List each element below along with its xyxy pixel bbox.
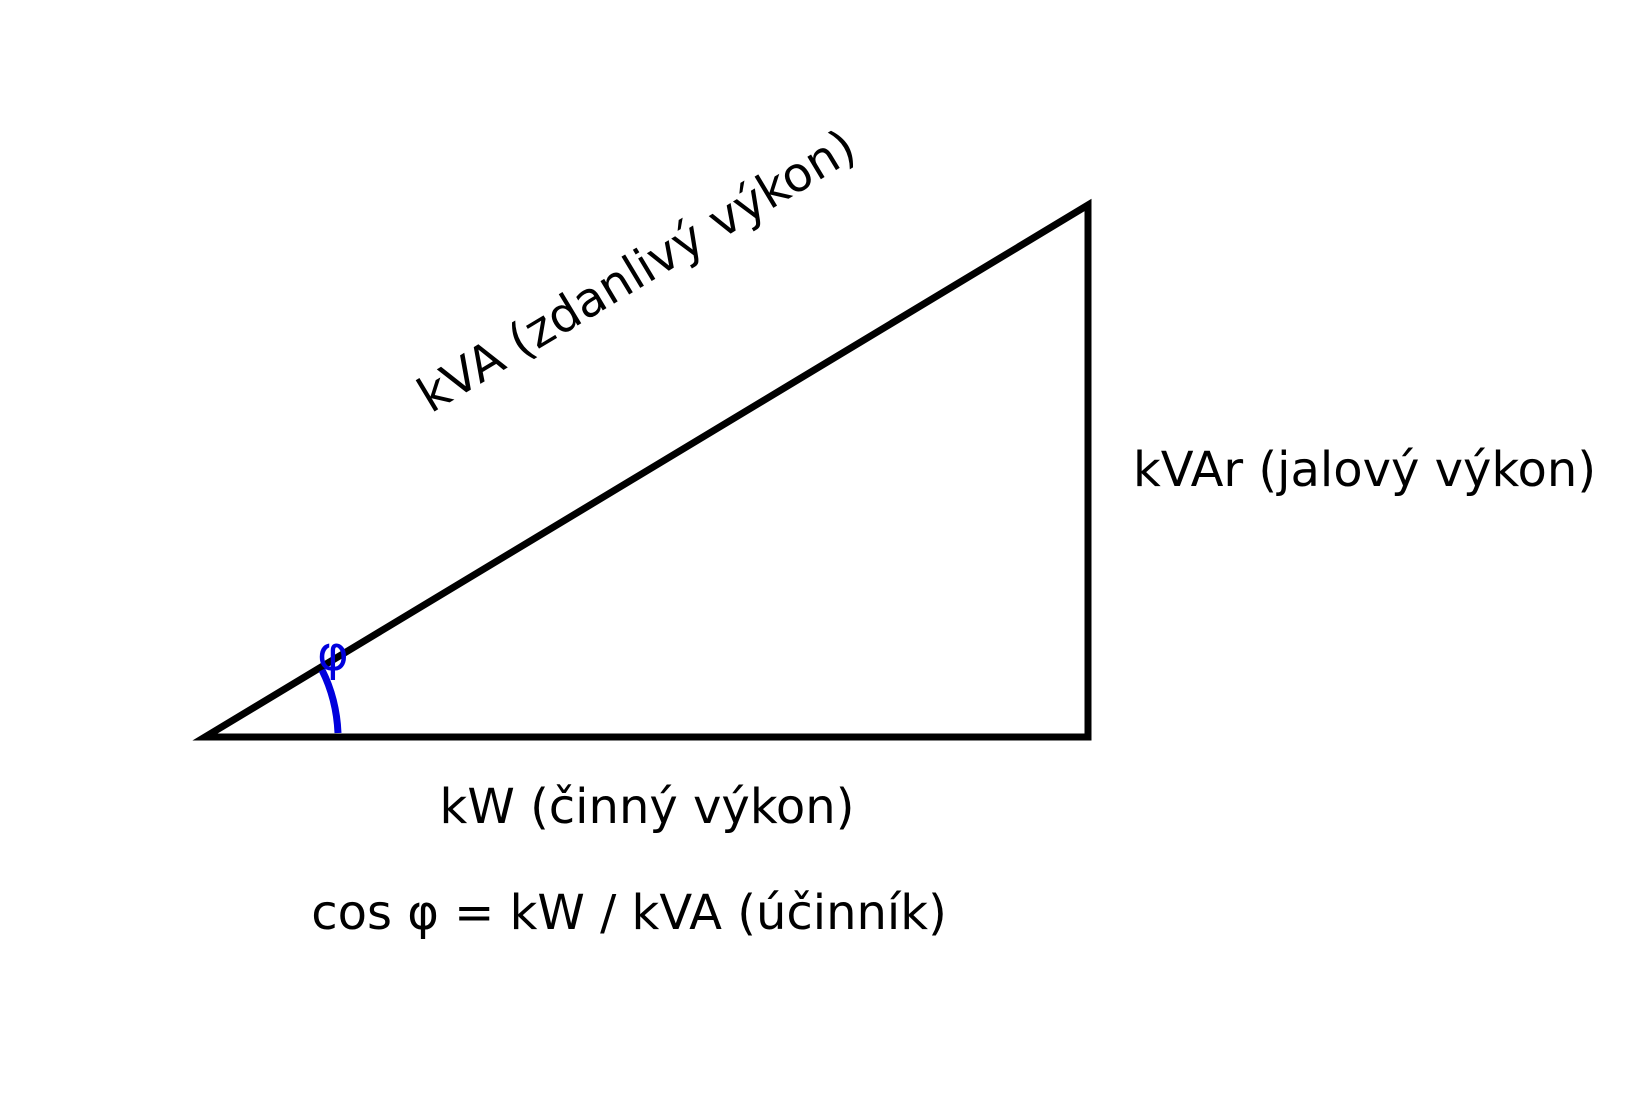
power-factor-formula: cos φ = kW / kVA (účinník) [311, 885, 947, 941]
vertical-side-label: kVAr (jalový výkon) [1133, 442, 1596, 498]
base-label: kW (činný výkon) [440, 779, 855, 835]
angle-arc [318, 668, 342, 734]
power-triangle [192, 198, 1092, 741]
angle-phi-label: φ [317, 626, 349, 682]
